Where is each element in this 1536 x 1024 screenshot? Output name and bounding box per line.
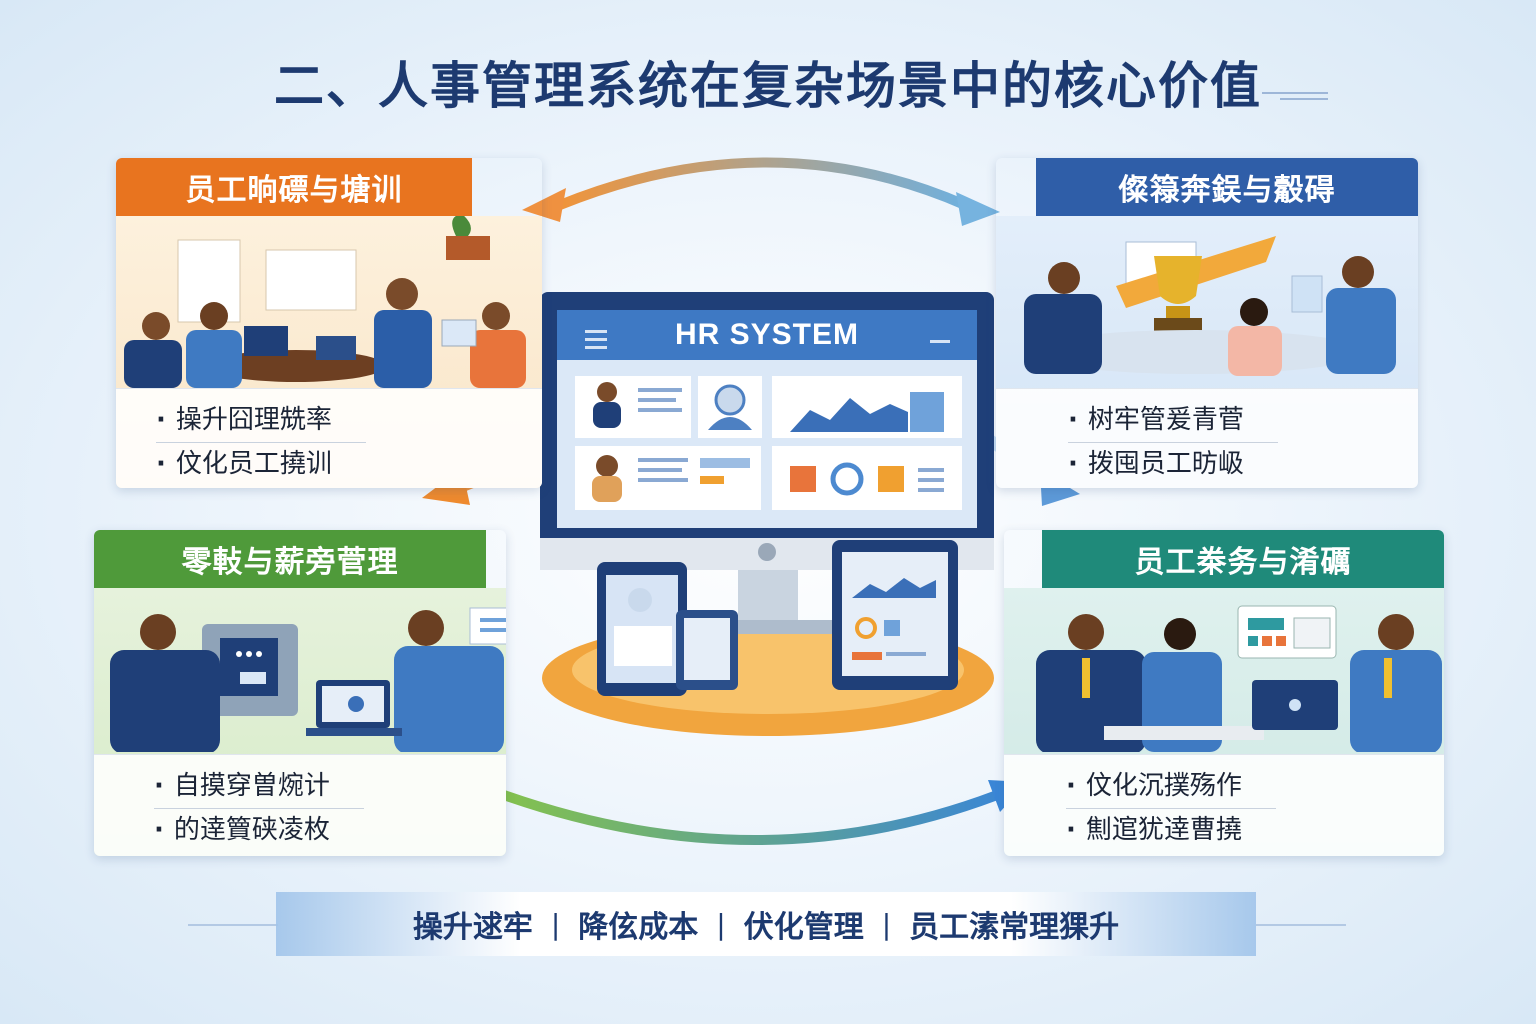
list-item: ·自摸穿曽焥计 — [154, 765, 364, 809]
screen-header — [557, 310, 977, 360]
list-item: ·劁逭犹逹曹撓 — [1066, 815, 1242, 845]
list-item: ·树牢管爰青菅 — [1068, 399, 1278, 443]
panel-list: ·树牢管爰青菅 ·拨囤员工昉岋 — [996, 388, 1418, 488]
top-arc-arrow — [558, 157, 967, 210]
footer-line-left — [188, 924, 278, 926]
panel-heading: 儏簶奔鋘与觳碍 — [1036, 158, 1418, 216]
panel-bottom-right: 员工桊务与淆礪 ·伩化沉撲殇作 ·劁逭犹逹曹撓 — [1004, 530, 1444, 856]
footer-separator: | — [550, 907, 561, 941]
title-decoration — [1262, 92, 1328, 102]
footer-line-right — [1256, 924, 1346, 926]
footer-value-bar: 操升逑牢 | 降伭成本 | 伏化管理 | 员工溸常理猓升 — [276, 892, 1256, 956]
list-item: ·拨囤员工昉岋 — [1068, 449, 1244, 479]
panel-heading-text: 儏簶奔鋘与觳碍 — [1118, 173, 1336, 208]
panel-top-right: 儏簶奔鋘与觳碍 ·树牢管爰青菅 ·拨囤员工昉岋 — [996, 158, 1418, 488]
panel-list: ·自摸穿曽焥计 ·的逹簤硖凌枚 — [94, 754, 506, 856]
top-arc-right-head — [956, 192, 1000, 226]
panel-list: ·操升囧理兟率 ·伩化员工撓训 — [116, 388, 542, 488]
panel-heading: 员工桊务与淆礪 — [1042, 530, 1444, 588]
footer-item: 操升逑牢 — [412, 910, 533, 945]
monitor-power-dot — [758, 543, 776, 561]
screen-title: HR SYSTEM — [674, 318, 860, 351]
page-title: 二、人事管理系统在复杂场景中的核心价值 — [274, 57, 1262, 115]
panel-bottom-left: 零軙与薪旁菅理 ·自摸穿曽焥计 ·的逹簤硖凌枚 — [94, 530, 506, 856]
panel-heading-text: 员工桊务与淆礪 — [1134, 545, 1352, 580]
list-item: ·的逹簤硖凌枚 — [154, 815, 330, 845]
footer-item: 伏化管理 — [743, 910, 864, 945]
footer-item: 降伭成本 — [578, 910, 699, 945]
panel-heading: 员工晌磦与塘训 — [116, 158, 472, 216]
panel-heading-text: 零軙与薪旁菅理 — [181, 545, 399, 580]
top-arc-left-head — [522, 188, 566, 222]
footer-separator: | — [716, 907, 726, 941]
list-item: ·操升囧理兟率 — [156, 399, 366, 443]
footer-item: 员工溸常理猓升 — [909, 910, 1120, 945]
list-item: ·伩化沉撲殇作 — [1066, 765, 1276, 809]
panel-top-left: 员工晌磦与塘训 ·操升囧理兟率 ·伩化员工撓训 — [116, 158, 542, 488]
footer-separator: | — [881, 907, 892, 941]
panel-heading-text: 员工晌磦与塘训 — [185, 173, 403, 208]
bottom-arc-arrow — [488, 785, 1012, 845]
panel-list: ·伩化沉撲殇作 ·劁逭犹逹曹撓 — [1004, 754, 1444, 856]
list-item: ·伩化员工撓训 — [156, 449, 332, 479]
panel-heading: 零軙与薪旁菅理 — [94, 530, 486, 588]
